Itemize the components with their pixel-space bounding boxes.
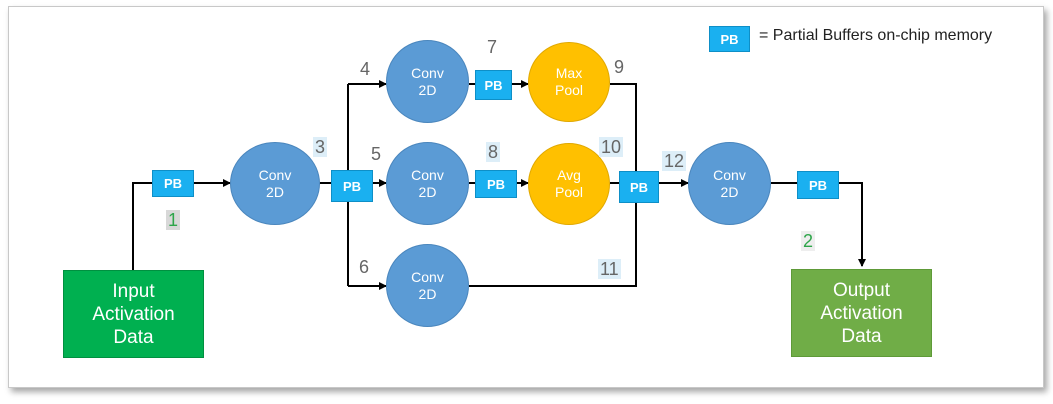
label-10: 10 [599, 137, 624, 157]
partial-buffer-10: PB [619, 171, 659, 203]
wire-conv-bottom-to-merge [469, 203, 637, 287]
conv2d-node-middle: Conv 2D [386, 142, 469, 225]
max-pool-node: Max Pool [528, 42, 610, 122]
label-1: 1 [166, 210, 181, 230]
conv2d-node-top: Conv 2D [386, 40, 469, 123]
label-8: 8 [486, 142, 501, 162]
label-11: 11 [598, 259, 621, 279]
conv2d-node-1: Conv 2D [230, 142, 320, 225]
conv2d-node-final: Conv 2D [688, 142, 771, 225]
wire-maxpool-to-merge [610, 83, 637, 171]
label-3: 3 [313, 137, 328, 157]
output-activation-data-box: Output Activation Data [791, 269, 932, 357]
label-6: 6 [359, 257, 370, 277]
conv2d-node-bottom: Conv 2D [386, 244, 469, 327]
label-7: 7 [487, 37, 498, 57]
wire-input-to-pb1 [132, 182, 152, 270]
label-5: 5 [371, 144, 382, 164]
partial-buffer-3: PB [331, 170, 373, 202]
partial-buffer-1: PB [152, 170, 194, 197]
label-12: 12 [662, 151, 687, 171]
partial-buffer-8: PB [475, 170, 517, 198]
avg-pool-node: Avg Pool [528, 143, 610, 225]
partial-buffer-7: PB [475, 70, 512, 100]
input-activation-data-box: Input Activation Data [63, 270, 204, 358]
label-2: 2 [801, 231, 816, 251]
wire-pb2-to-output [839, 182, 866, 267]
partial-buffer-2: PB [797, 171, 839, 199]
legend-text: = Partial Buffers on-chip memory [759, 27, 993, 44]
label-9: 9 [614, 57, 625, 77]
legend-pb-swatch: PB [709, 26, 750, 52]
label-4: 4 [360, 59, 371, 79]
